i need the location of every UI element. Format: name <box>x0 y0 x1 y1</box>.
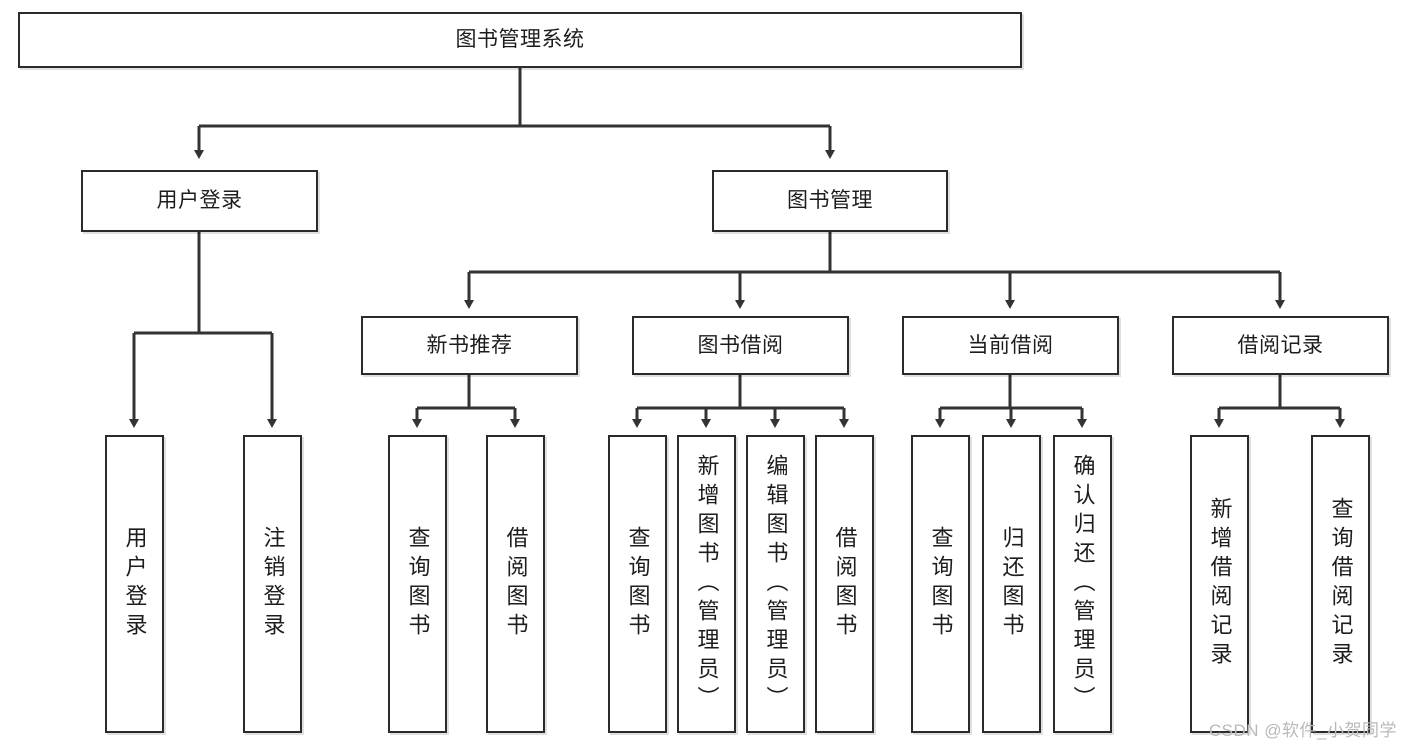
node-leaf-user-login-label: 用户登录 <box>122 526 148 642</box>
node-user-login[interactable]: 用户登录 <box>81 170 318 232</box>
node-leaf-logout[interactable]: 注销登录 <box>243 435 302 733</box>
node-user-login-label: 用户登录 <box>156 189 243 213</box>
node-new-book-recommend-label: 新书推荐 <box>426 333 513 357</box>
node-leaf-borrow-query-book[interactable]: 查询图书 <box>608 435 667 733</box>
node-root[interactable]: 图书管理系统 <box>18 12 1022 68</box>
node-leaf-borrow-add-book[interactable]: 新增图书（管理员） <box>677 435 736 733</box>
node-leaf-rec-query-book-label: 查询图书 <box>405 526 431 642</box>
node-leaf-add-borrow-record[interactable]: 新增借阅记录 <box>1190 435 1249 733</box>
node-leaf-query-borrow-record-label: 查询借阅记录 <box>1328 497 1354 671</box>
node-leaf-cur-return-book[interactable]: 归还图书 <box>982 435 1041 733</box>
node-leaf-borrow-query-book-label: 查询图书 <box>625 526 651 642</box>
node-leaf-rec-borrow-book[interactable]: 借阅图书 <box>486 435 545 733</box>
node-leaf-user-login[interactable]: 用户登录 <box>105 435 164 733</box>
node-book-manage[interactable]: 图书管理 <box>712 170 948 232</box>
node-leaf-borrow-borrow-book[interactable]: 借阅图书 <box>815 435 874 733</box>
node-book-borrow-label: 图书借阅 <box>697 333 784 357</box>
node-root-label: 图书管理系统 <box>455 28 585 52</box>
node-current-borrow-label: 当前借阅 <box>967 333 1054 357</box>
node-borrow-record-label: 借阅记录 <box>1237 333 1324 357</box>
node-leaf-rec-borrow-book-label: 借阅图书 <box>503 526 529 642</box>
node-book-manage-label: 图书管理 <box>787 189 873 213</box>
node-leaf-logout-label: 注销登录 <box>260 526 286 642</box>
node-leaf-cur-query-book-label: 查询图书 <box>928 526 954 642</box>
watermark-text: CSDN @软件_小贺同学 <box>1208 721 1397 740</box>
node-leaf-rec-query-book[interactable]: 查询图书 <box>388 435 447 733</box>
node-leaf-borrow-borrow-book-label: 借阅图书 <box>832 526 858 642</box>
node-leaf-cur-confirm-return[interactable]: 确认归还（管理员） <box>1053 435 1112 733</box>
node-leaf-cur-confirm-return-label: 确认归还（管理员） <box>1070 453 1096 715</box>
node-leaf-cur-return-book-label: 归还图书 <box>999 526 1025 642</box>
node-current-borrow[interactable]: 当前借阅 <box>902 316 1119 375</box>
node-leaf-borrow-add-book-label: 新增图书（管理员） <box>694 453 720 715</box>
node-leaf-cur-query-book[interactable]: 查询图书 <box>911 435 970 733</box>
node-new-book-recommend[interactable]: 新书推荐 <box>361 316 578 375</box>
node-leaf-borrow-edit-book-label: 编辑图书（管理员） <box>763 453 789 715</box>
node-book-borrow[interactable]: 图书借阅 <box>632 316 849 375</box>
node-borrow-record[interactable]: 借阅记录 <box>1172 316 1389 375</box>
node-leaf-borrow-edit-book[interactable]: 编辑图书（管理员） <box>746 435 805 733</box>
node-leaf-query-borrow-record[interactable]: 查询借阅记录 <box>1311 435 1370 733</box>
node-leaf-add-borrow-record-label: 新增借阅记录 <box>1207 497 1233 671</box>
